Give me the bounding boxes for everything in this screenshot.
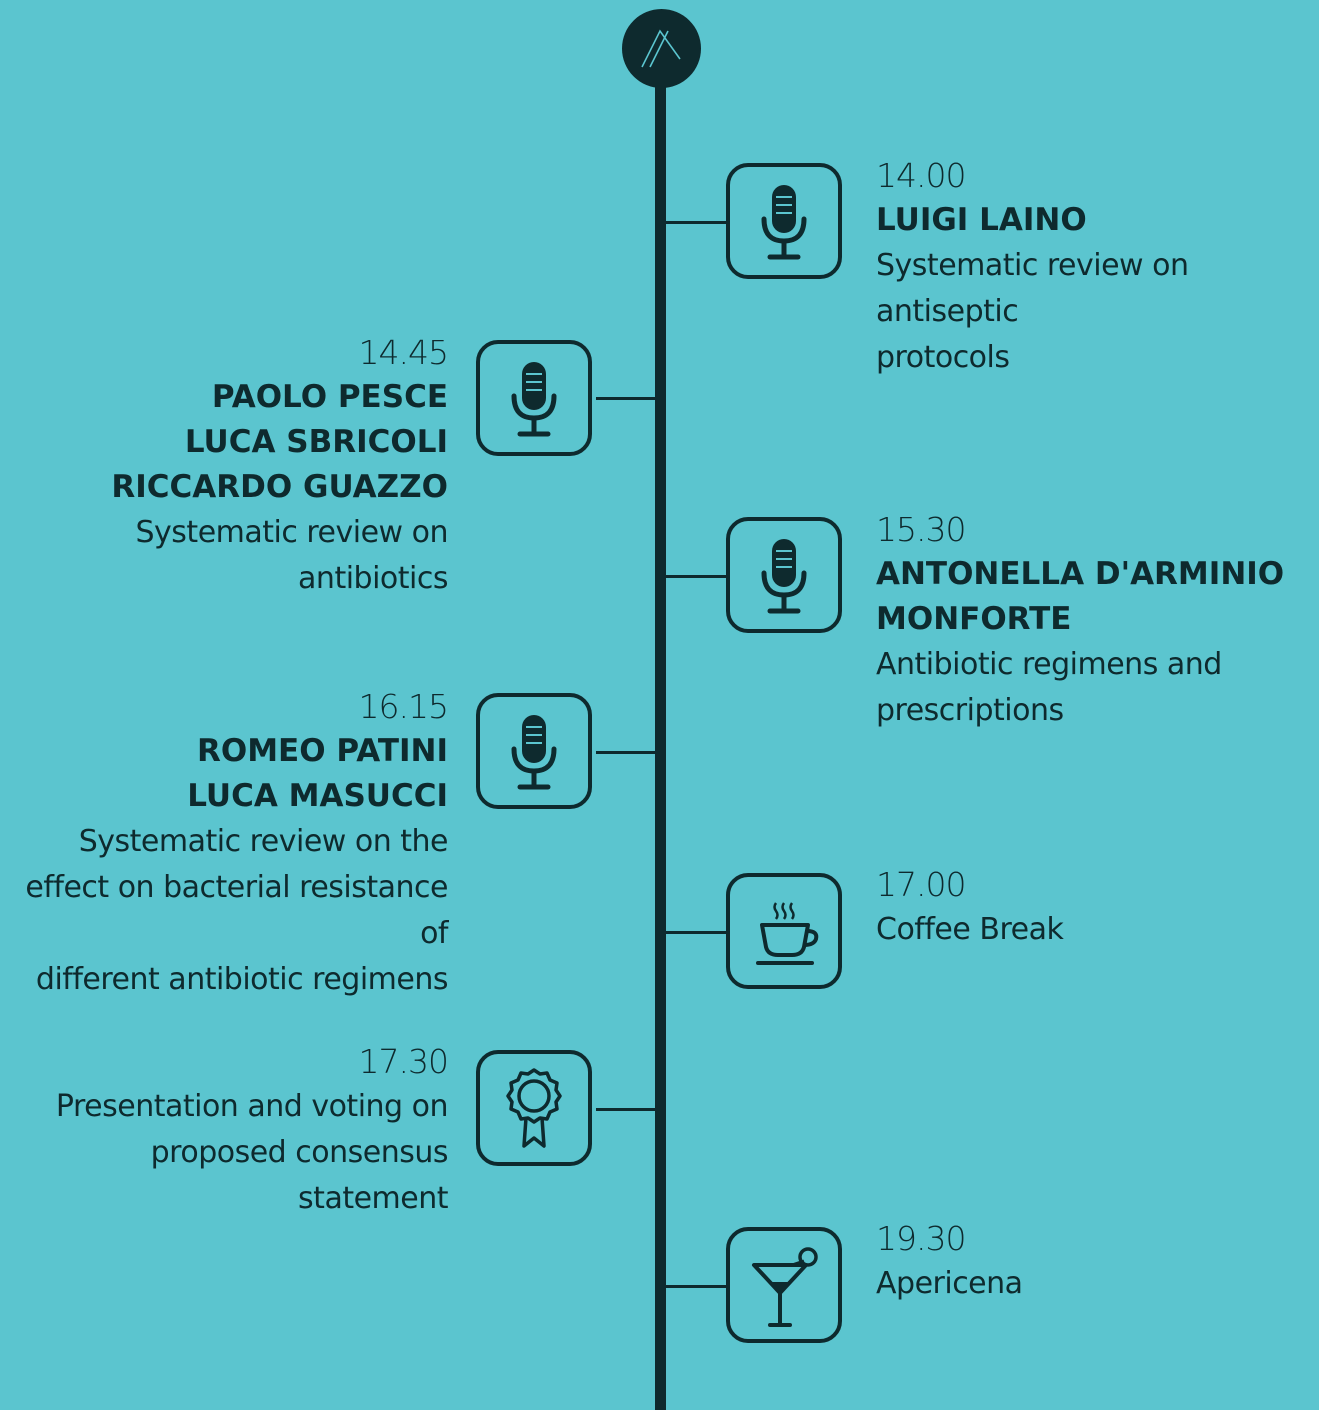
- event-time: 14.45: [358, 333, 449, 372]
- event-icon-box: [726, 1227, 842, 1343]
- speaker-name: LUCA MASUCCI: [187, 778, 448, 814]
- speaker-name: ANTONELLA D'ARMINIO: [876, 556, 1285, 592]
- event-description-line: Presentation and voting on: [55, 1089, 449, 1124]
- event-text: 19.30 Apericena: [876, 1217, 1316, 1307]
- event-description-line: Apericena: [876, 1266, 1023, 1301]
- event-time: 19.30: [876, 1219, 966, 1258]
- connector-line: [666, 575, 726, 578]
- speaker-name: RICCARDO GUAZZO: [111, 469, 448, 505]
- event-description-line: Antibiotic regimens and: [876, 647, 1222, 682]
- event-text: 16.15 ROMEO PATINI LUCA MASUCCI Systemat…: [8, 685, 449, 1003]
- event-description-line: Systematic review on antibiotics: [135, 515, 449, 596]
- event-text: 17.00 Coffee Break: [876, 863, 1316, 953]
- speaker-name: ROMEO PATINI: [196, 733, 448, 769]
- event-text: 14.00 LUIGI LAINO Systematic review on a…: [876, 154, 1316, 381]
- microphone-icon: [761, 185, 807, 260]
- event-time: 15.30: [876, 510, 966, 549]
- event-time: 17.30: [358, 1042, 449, 1081]
- event-description-line: different antibiotic regimens: [35, 962, 449, 997]
- event-description-line: Systematic review on antiseptic: [876, 248, 1189, 329]
- event-description-line: effect on bacterial resistance of: [25, 870, 448, 951]
- connector-line: [666, 1285, 726, 1288]
- microphone-icon: [761, 539, 807, 614]
- event-description-line: prescriptions: [876, 693, 1064, 728]
- event-text: 14.45 PAOLO PESCE LUCA SBRICOLI RICCARDO…: [8, 331, 449, 602]
- event-text: 17.30 Presentation and voting on propose…: [8, 1040, 449, 1222]
- event-description-line: Systematic review on the: [78, 824, 449, 859]
- speaker-name: LUIGI LAINO: [876, 202, 1087, 238]
- event-description-line: protocols: [876, 340, 1010, 375]
- microphone-icon: [511, 362, 557, 437]
- event-time: 16.15: [358, 687, 449, 726]
- connector-line: [596, 397, 656, 400]
- event-icon-box: [476, 1050, 592, 1166]
- logo-mountain-icon: [622, 9, 701, 88]
- connector-line: [666, 931, 726, 934]
- speaker-name: MONFORTE: [876, 601, 1072, 637]
- speaker-name: LUCA SBRICOLI: [184, 424, 448, 460]
- event-text: 15.30 ANTONELLA D'ARMINIO MONFORTE Antib…: [876, 508, 1316, 734]
- award-ribbon-icon: [506, 1068, 562, 1148]
- event-description-line: Coffee Break: [876, 912, 1064, 947]
- event-time: 17.00: [876, 865, 966, 904]
- timeline-axis: [655, 70, 666, 1410]
- connector-line: [596, 751, 656, 754]
- event-icon-box: [476, 693, 592, 809]
- event-icon-box: [726, 163, 842, 279]
- coffee-cup-icon: [756, 902, 819, 965]
- cocktail-glass-icon: [752, 1247, 818, 1327]
- event-time: 14.00: [876, 156, 966, 195]
- speaker-name: PAOLO PESCE: [211, 379, 448, 415]
- connector-line: [596, 1108, 656, 1111]
- microphone-icon: [511, 715, 557, 790]
- event-icon-box: [726, 517, 842, 633]
- event-description-line: proposed consensus statement: [150, 1135, 449, 1216]
- connector-line: [666, 221, 726, 224]
- event-icon-box: [476, 340, 592, 456]
- event-icon-box: [726, 873, 842, 989]
